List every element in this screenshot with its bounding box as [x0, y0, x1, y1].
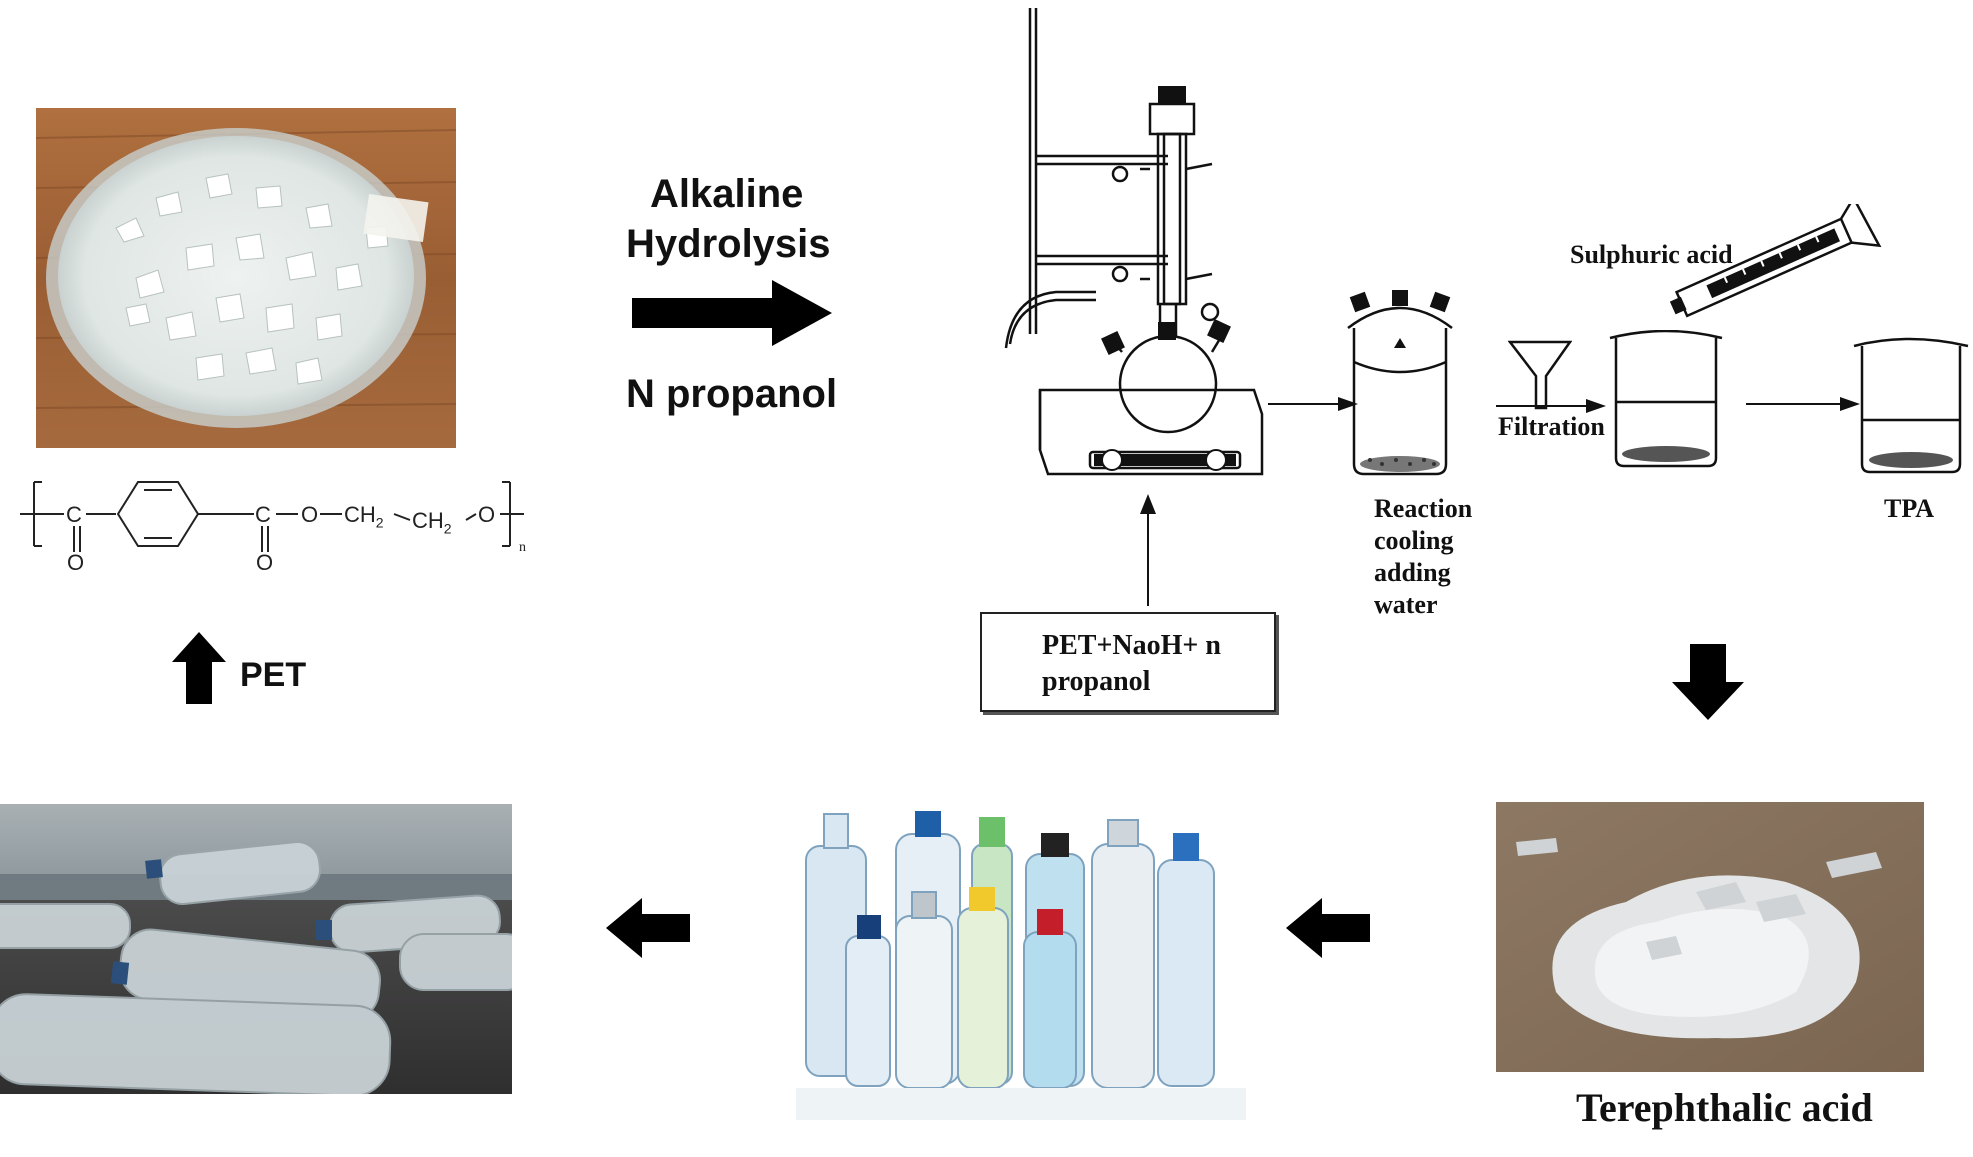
pet-structural-formula: C O C O O CH2 CH2 O n — [14, 460, 534, 580]
arrow-to-cooling-icon — [1268, 397, 1358, 411]
tpa-beaker — [1853, 337, 1969, 474]
formula-ch2-a: CH2 — [344, 502, 384, 531]
reaction-label: Reaction — [1374, 494, 1473, 523]
formula-c-right: C — [255, 502, 271, 527]
hydrolysis-label: Hydrolysis — [626, 222, 831, 266]
tpa-label: TPA — [1884, 494, 1935, 523]
reflux-apparatus — [1004, 8, 1264, 476]
adding-label: adding — [1374, 558, 1451, 587]
formula-o-left: O — [67, 550, 85, 575]
reactants-line-1: PET+NaoH+ n — [1042, 630, 1221, 661]
filtrate-beaker — [1609, 330, 1723, 468]
sulphuric-acid-label: Sulphuric acid — [1570, 240, 1733, 269]
left-arrow-2-icon — [606, 898, 690, 958]
terephthalic-acid-label: Terephthalic acid — [1576, 1085, 1873, 1130]
formula-c-left: C — [66, 502, 82, 527]
reactants-box: PET+NaoH+ n propanol — [980, 612, 1276, 712]
arrow-to-tpa-icon — [1746, 397, 1860, 411]
arrow-to-filtration-icon — [1496, 399, 1606, 413]
formula-o-end: O — [478, 502, 496, 527]
pet-flakes-photo — [36, 108, 456, 448]
left-arrow-1-icon — [1286, 898, 1370, 958]
formula-repeat-n: n — [519, 540, 526, 555]
beach-bottles-photo — [0, 804, 512, 1094]
formula-o-right: O — [256, 550, 274, 575]
up-arrow-icon — [172, 632, 226, 704]
alkaline-label: Alkaline — [650, 172, 804, 216]
formula-ch2-b: CH2 — [412, 508, 452, 537]
cooling-flask — [1347, 290, 1453, 476]
filtration-label: Filtration — [1498, 412, 1605, 441]
right-arrow-icon — [632, 280, 832, 346]
formula-o-link: O — [301, 502, 319, 527]
reactants-line-2: propanol — [1042, 666, 1151, 697]
water-label: water — [1374, 590, 1438, 619]
funnel-icon — [1508, 340, 1572, 410]
down-arrow-icon — [1672, 644, 1744, 720]
pipette-icon — [1669, 204, 1882, 318]
terephthalic-acid-photo — [1496, 802, 1924, 1072]
arrow-reactants-up-icon — [1140, 494, 1156, 606]
n-propanol-label: N propanol — [626, 372, 838, 416]
pet-label: PET — [240, 656, 307, 694]
cooling-label: cooling — [1374, 526, 1454, 555]
new-bottles-photo — [796, 804, 1246, 1120]
